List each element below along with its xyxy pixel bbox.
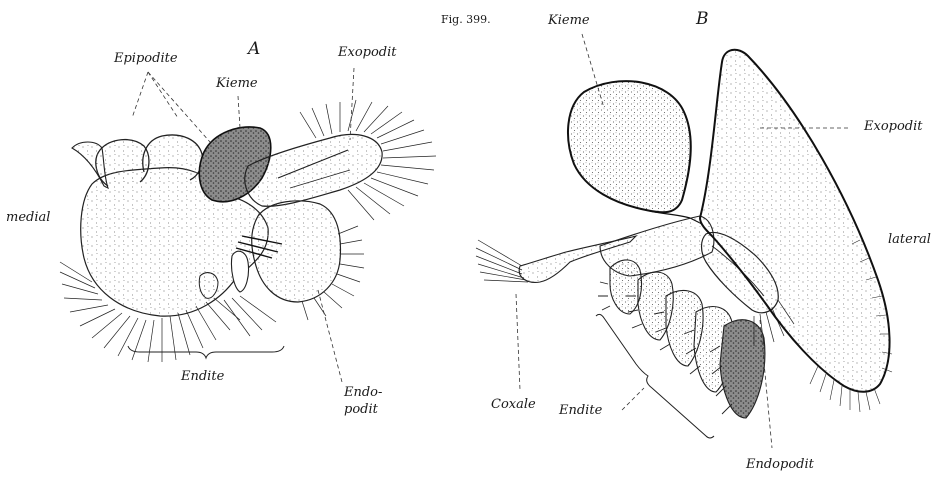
label-epipodite: Epipodite bbox=[114, 52, 178, 66]
label-endite-b: Endite bbox=[559, 404, 602, 418]
label-endopodit-b: Endopodit bbox=[746, 458, 814, 472]
endite-bracket-a bbox=[128, 346, 284, 358]
endite-lobe-a bbox=[231, 251, 248, 292]
figure-caption: Fig. 399. bbox=[441, 14, 491, 26]
epipodite-lobe-2 bbox=[143, 135, 203, 180]
panel-a-label: A bbox=[248, 40, 260, 58]
label-medial: medial bbox=[6, 211, 50, 225]
kieme-b bbox=[568, 81, 691, 212]
label-coxale: Coxale bbox=[491, 398, 536, 412]
label-endopodit-a-line1: Endo- bbox=[344, 386, 382, 400]
label-kieme-b: Kieme bbox=[548, 14, 590, 28]
panel-b-label: B bbox=[696, 10, 709, 28]
label-exopodit-b: Exopodit bbox=[864, 120, 923, 134]
label-kieme-a: Kieme bbox=[216, 77, 258, 91]
panel-a-drawing bbox=[60, 68, 436, 382]
label-exopodit-a: Exopodit bbox=[338, 46, 397, 60]
label-endite-a: Endite bbox=[181, 370, 224, 384]
panel-b-drawing bbox=[476, 34, 892, 448]
epipodite-lobe-3 bbox=[72, 142, 108, 188]
endopodit-a bbox=[252, 201, 341, 302]
label-endopodit-a-line2: podit bbox=[344, 403, 378, 417]
label-lateral: lateral bbox=[888, 233, 931, 247]
